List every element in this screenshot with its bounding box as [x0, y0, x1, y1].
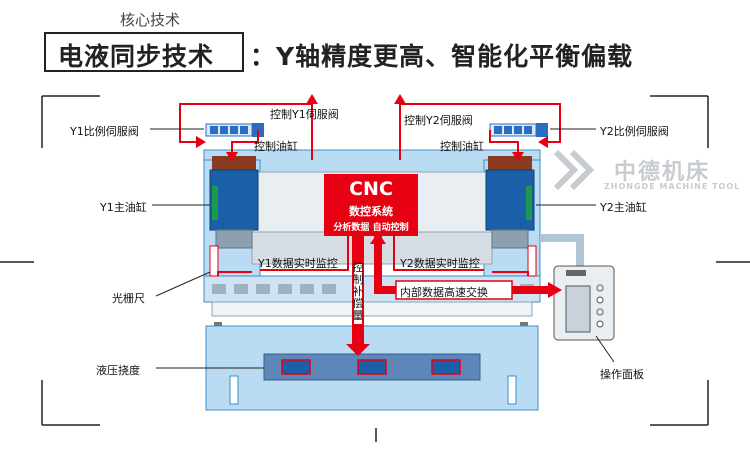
y1-valve-graphic: [205, 123, 264, 137]
deflection-cylinders: [281, 359, 461, 375]
page-subtitle: ：Y轴精度更高、智能化平衡偏载: [250, 42, 634, 71]
y2-cylinder-label: Y2主油缸: [600, 201, 647, 214]
ctrl-y2-valve-label: 控制Y2伺服阀: [404, 114, 473, 127]
data-exchange-label: 内部数据高速交换: [400, 286, 488, 299]
tag-label: 核心技术: [100, 9, 200, 30]
upper-die: [211, 301, 533, 317]
panel-label: 操作面板: [600, 368, 644, 381]
brand-logo: [553, 149, 595, 191]
y1-cylinder-label: Y1主油缸: [100, 201, 147, 214]
ctrl-cylinder-right-label: 控制油缸: [440, 140, 484, 153]
arrowheads: [196, 94, 548, 236]
cnc-functions: 分析数据 自动控制: [326, 220, 416, 233]
y1-valve-label: Y1比例伺服阀: [70, 125, 139, 138]
frame-corners: [0, 95, 750, 442]
title-frame: [44, 32, 244, 72]
cnc-box: [324, 174, 418, 236]
y2-cylinder-graphic: [485, 156, 537, 277]
operation-panel-graphic: [540, 234, 615, 341]
y2-valve-label: Y2比例伺服阀: [600, 125, 669, 138]
brand-name-cn: 中德机床: [614, 160, 711, 185]
page-title: 电液同步技术: [58, 42, 215, 71]
deflection-label: 液压挠度: [96, 364, 140, 377]
cnc-control: 自动控制: [372, 223, 409, 233]
ctrl-y1-valve-label: 控制Y1伺服阀: [270, 108, 339, 121]
y2-monitor-label: Y2数据实时监控: [400, 257, 480, 270]
y1-monitor-label: Y1数据实时监控: [258, 257, 338, 270]
y1-cylinder-graphic: [209, 156, 259, 277]
grating-label: 光栅尺: [112, 292, 145, 305]
cnc-title: CNC: [349, 178, 393, 200]
compensation-label: 控制补偿量: [352, 261, 364, 322]
ctrl-cylinder-left-label: 控制油缸: [254, 140, 298, 153]
cnc-subtitle: 数控系统: [349, 205, 393, 218]
y2-valve-graphic: [489, 123, 548, 137]
cnc-analyze: 分析数据: [333, 223, 370, 233]
control-lines: [179, 103, 561, 276]
brand-name-en: ZHONGDE MACHINE TOOL: [604, 182, 741, 191]
leader-lines: [150, 128, 615, 369]
